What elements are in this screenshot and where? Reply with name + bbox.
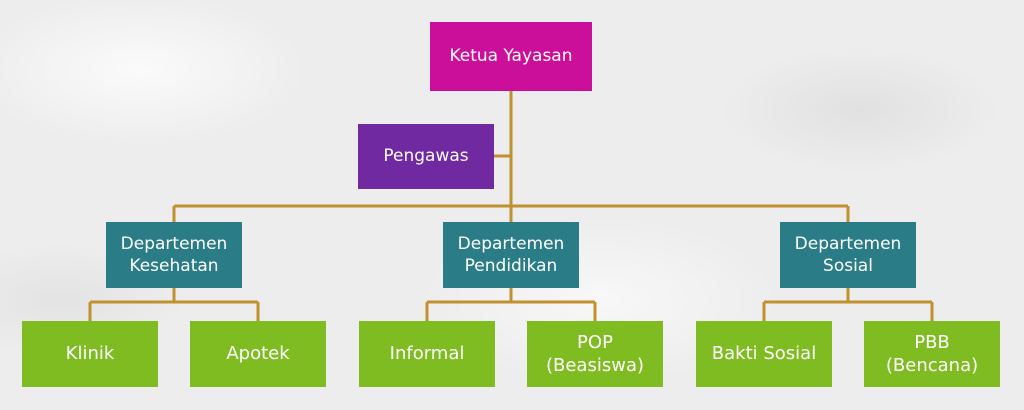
node-informal-label: Informal [389,343,465,365]
node-departemen-sosial: Departemen Sosial [780,222,916,288]
node-klinik: Klinik [22,321,158,387]
node-departemen-kesehatan: Departemen Kesehatan [106,222,242,288]
node-informal: Informal [359,321,495,387]
node-bakti-sosial: Bakti Sosial [696,321,832,387]
node-departemen-kesehatan-label: Departemen Kesehatan [120,233,228,276]
node-departemen-pendidikan: Departemen Pendidikan [443,222,579,288]
node-bakti-sosial-label: Bakti Sosial [711,343,817,365]
node-apotek: Apotek [190,321,326,387]
node-ketua-yayasan-label: Ketua Yayasan [449,46,573,67]
node-pengawas: Pengawas [358,124,494,189]
node-departemen-pendidikan-label: Departemen Pendidikan [457,233,565,276]
node-pbb-bencana-label: PBB (Bencana) [885,331,979,376]
node-ketua-yayasan: Ketua Yayasan [430,22,592,91]
node-pengawas-label: Pengawas [383,146,469,167]
node-departemen-sosial-label: Departemen Sosial [794,233,902,276]
node-pop-beasiswa-label: POP (Beasiswa) [545,331,644,376]
node-pop-beasiswa: POP (Beasiswa) [527,321,663,387]
node-apotek-label: Apotek [226,343,290,365]
node-pbb-bencana: PBB (Bencana) [864,321,1000,387]
node-klinik-label: Klinik [65,343,115,365]
